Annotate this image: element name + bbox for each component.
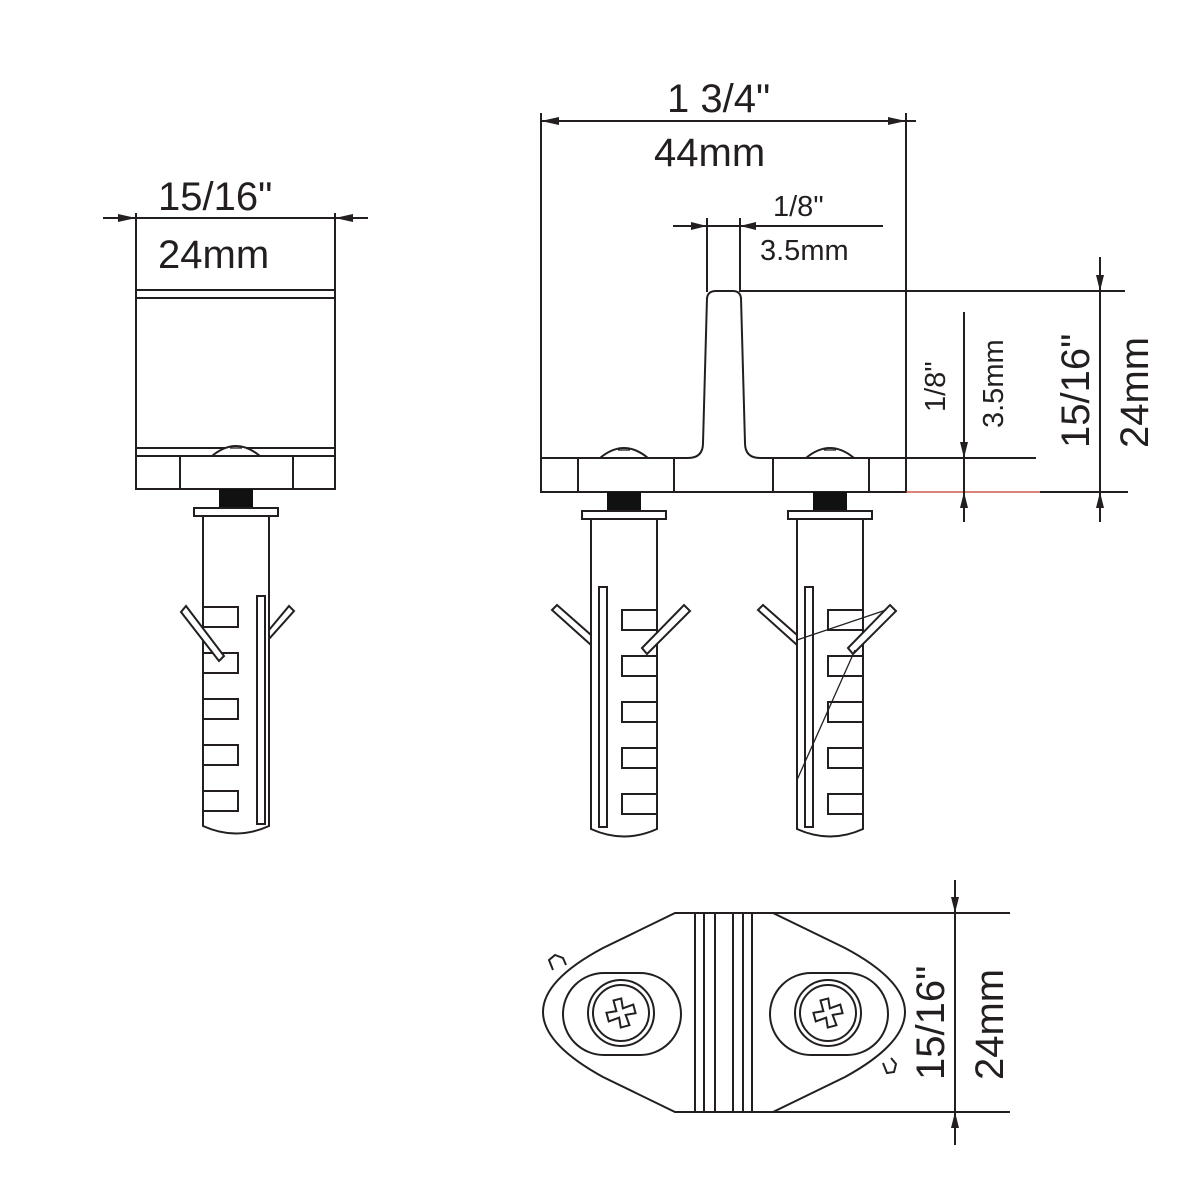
front-width-metric: 44mm [654,131,765,175]
front-height-imperial: 15/16" [1054,334,1098,448]
fin-width-imperial: 1/8" [773,191,824,223]
front-width-dimension: 1 3/4" 44mm [540,77,916,492]
base-thickness-imperial: 1/8" [920,361,952,412]
front-height-metric: 24mm [1113,337,1157,448]
wall-anchor-right [756,491,898,838]
side-width-metric: 24mm [158,233,269,277]
top-depth-imperial: 15/16" [909,966,953,1080]
screw-head-right [794,979,862,1047]
side-width-dimension: 15/16" 24mm [103,175,368,290]
fin-width-metric: 3.5mm [760,235,849,267]
side-view: 15/16" 24mm [103,175,368,835]
top-depth-dimension: 15/16" 24mm [773,880,1012,1145]
front-view: 1 3/4" 44mm 1/8" 3.5mm [540,77,1157,838]
wall-anchor-left [550,491,692,838]
top-view: 15/16" 24mm [541,880,1012,1145]
side-width-imperial: 15/16" [158,175,272,219]
front-width-imperial: 1 3/4" [667,77,770,121]
fin-width-dimension: 1/8" 3.5mm [673,191,883,292]
wall-anchor [179,488,296,835]
top-depth-metric: 24mm [968,969,1012,1080]
base-thickness-metric: 3.5mm [978,339,1010,428]
front-height-dimension: 1/8" 3.5mm 15/16" 24mm [906,257,1157,522]
screw-head-left [587,979,655,1047]
